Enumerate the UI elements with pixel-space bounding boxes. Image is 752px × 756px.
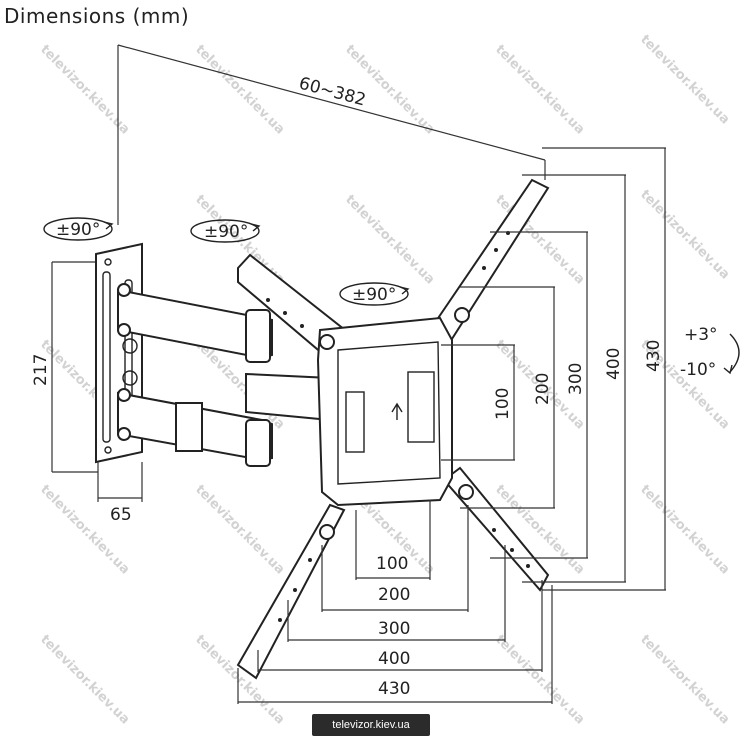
tilt-down-label: -10° — [680, 360, 716, 380]
h300-label: 300 — [378, 619, 410, 639]
h100-label: 100 — [376, 554, 408, 574]
wall-plate-dimensions: 217 65 — [31, 261, 143, 525]
watermark: televizor.kiev.ua — [637, 32, 732, 127]
v300-label: 300 — [566, 363, 586, 395]
h200-label: 200 — [378, 585, 410, 605]
swing-arm — [117, 283, 331, 467]
v100-label: 100 — [493, 388, 513, 420]
watermark: televizor.kiev.ua — [37, 632, 132, 727]
vertical-vesa-dimensions: 100 200 300 400 430 — [441, 147, 666, 591]
wall-plate-height-label: 217 — [31, 354, 51, 386]
v430-label: 430 — [644, 340, 664, 372]
watermark: televizor.kiev.ua — [37, 482, 132, 577]
v400-label: 400 — [604, 348, 624, 380]
rotation-plate-label: ±90° — [352, 285, 396, 305]
extension-dimension: 60~382 — [117, 44, 546, 225]
watermark: televizor.kiev.ua — [637, 632, 732, 727]
watermark: televizor.kiev.ua — [342, 192, 437, 287]
rotation-badge-wall: ±90° — [43, 217, 114, 241]
page-title: Dimensions (mm) — [4, 4, 190, 28]
watermark: televizor.kiev.ua — [492, 632, 587, 727]
credit-badge: televizor.kiev.ua — [312, 714, 430, 736]
rotation-wall-label: ±90° — [56, 220, 100, 240]
watermark: televizor.kiev.ua — [637, 187, 732, 282]
watermark: televizor.kiev.ua — [492, 42, 587, 137]
v200-label: 200 — [533, 373, 553, 405]
wall-plate-width-label: 65 — [110, 505, 132, 525]
h400-label: 400 — [378, 649, 410, 669]
extension-label: 60~382 — [297, 74, 368, 111]
rotation-badge-plate: ±90° — [339, 282, 410, 306]
horizontal-vesa-dimensions: 100 200 300 400 430 — [237, 500, 553, 704]
watermark: televizor.kiev.ua — [192, 482, 287, 577]
rotation-badge-arm: ±90° — [190, 219, 261, 243]
h430-label: 430 — [378, 679, 410, 699]
rotation-arm-label: ±90° — [204, 222, 248, 242]
watermark: televizor.kiev.ua — [637, 482, 732, 577]
vesa-bracket — [236, 178, 550, 680]
watermark: televizor.kiev.ua — [192, 42, 287, 137]
tilt-up-label: +3° — [684, 325, 718, 345]
tilt-indicator: +3° -10° — [680, 325, 740, 380]
